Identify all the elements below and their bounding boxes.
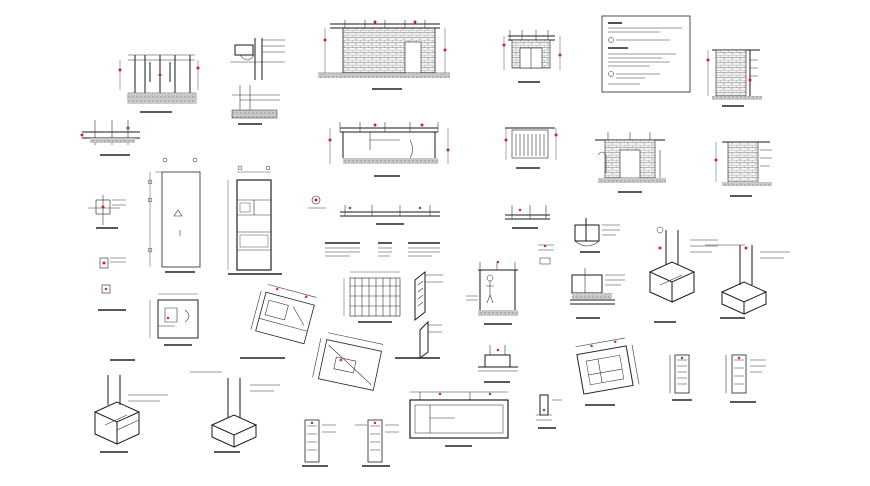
rotated-plan-c bbox=[575, 337, 640, 395]
room-section-with-figure bbox=[466, 260, 518, 325]
drainage-section-b bbox=[570, 268, 625, 319]
wash-basin-detail bbox=[230, 38, 285, 125]
notes-legend-box bbox=[601, 15, 691, 93]
column-detail-small bbox=[88, 195, 126, 229]
drainage-section-a bbox=[574, 218, 620, 253]
brick-elevation-b bbox=[595, 132, 666, 193]
grille-section-detail bbox=[504, 127, 558, 169]
corner-elevation-detail bbox=[706, 49, 762, 107]
schedule-table-headers bbox=[325, 242, 440, 257]
toilet-plan bbox=[149, 293, 199, 346]
wall-section-hatched bbox=[395, 270, 443, 359]
column-elevation-b bbox=[725, 354, 766, 403]
small-detail-symbol bbox=[538, 244, 554, 265]
isometric-footing-right-a bbox=[648, 226, 718, 323]
brick-elevation-c bbox=[714, 141, 772, 197]
rotated-plan-b bbox=[312, 332, 384, 391]
isometric-footing-left-a bbox=[93, 359, 168, 453]
small-elevation-detail bbox=[502, 30, 562, 83]
isometric-footing-right-b bbox=[705, 244, 790, 319]
beam-detail-left bbox=[80, 120, 140, 156]
floor-plan bbox=[227, 165, 282, 275]
column-elevation-c bbox=[302, 419, 336, 467]
roof-plan bbox=[147, 157, 201, 273]
water-tank-detail bbox=[478, 345, 518, 383]
foundation-strip-detail bbox=[340, 205, 440, 225]
building-cross-section bbox=[328, 122, 450, 177]
tank-long-section bbox=[409, 391, 509, 447]
brick-wall-elevation bbox=[318, 20, 450, 90]
column-detail-tiny bbox=[98, 257, 126, 311]
column-elevation-d bbox=[355, 419, 399, 467]
isometric-footing-left-b bbox=[190, 371, 280, 453]
column-elevation-a bbox=[669, 354, 692, 401]
column-section-detail-a bbox=[118, 54, 200, 113]
beam-detail-center bbox=[505, 205, 550, 229]
anchor-detail bbox=[536, 394, 562, 429]
rotated-plan-a bbox=[250, 284, 317, 345]
pipe-symbol-detail bbox=[308, 195, 326, 209]
reinforcement-grid-plan bbox=[343, 271, 401, 323]
